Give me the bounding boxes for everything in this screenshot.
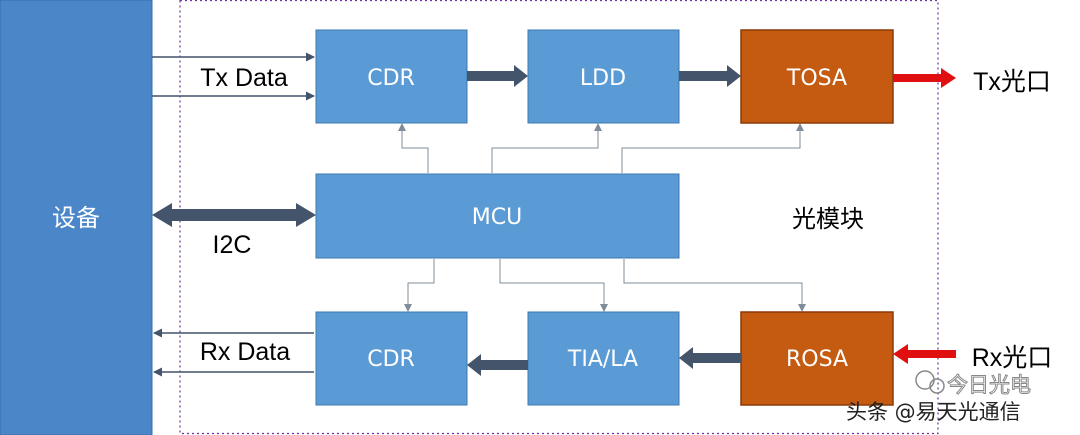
tx-port-arrow [893,68,956,88]
rx-port-arrow [893,344,956,364]
tx-cdr-to-ldd-arrow [467,65,528,87]
tia-to-rx-cdr-arrow [467,354,528,376]
mcu-to-tia-line [499,259,608,312]
rx-cdr-label: CDR [367,347,415,372]
tia-la-label: TIA/LA [567,347,638,372]
ldd-to-tosa-arrow [679,65,741,87]
mcu-to-ldd-line [491,123,602,173]
rosa-to-tia-arrow [679,347,741,369]
tia-la-block [527,311,680,406]
mcu-label: MCU [472,205,522,230]
tx-data-label: Tx Data [200,64,288,92]
mcu-to-tx-cdr-line [398,123,429,173]
module-label: 光模块 [792,205,864,233]
ldd-label: LDD [580,66,626,91]
i2c-arrow [152,203,316,227]
rx-data-label: Rx Data [200,338,290,366]
mcu-to-tosa-line [621,123,804,173]
mcu-block [315,173,680,259]
rosa-label: ROSA [786,347,848,372]
device-label: 设备 [52,204,100,232]
rosa-block [740,311,894,406]
tosa-label: TOSA [786,66,847,91]
mcu-to-rosa-line [623,259,806,312]
watermark-logo-icon [915,370,945,394]
tx-cdr-label: CDR [367,66,415,91]
watermark-line2: 头条 @易天光通信 [846,400,1021,424]
mcu-to-rx-cdr-line [404,259,435,312]
tx-port-label: Tx光口 [973,68,1051,96]
device-block [0,0,153,435]
rx-cdr-block [315,311,468,406]
ldd-block [527,29,680,124]
watermark-line1: 今日光电 [947,373,1031,397]
tx-cdr-block [315,29,468,124]
rx-port-label: Rx光口 [972,344,1053,372]
i2c-label: I2C [213,231,252,259]
